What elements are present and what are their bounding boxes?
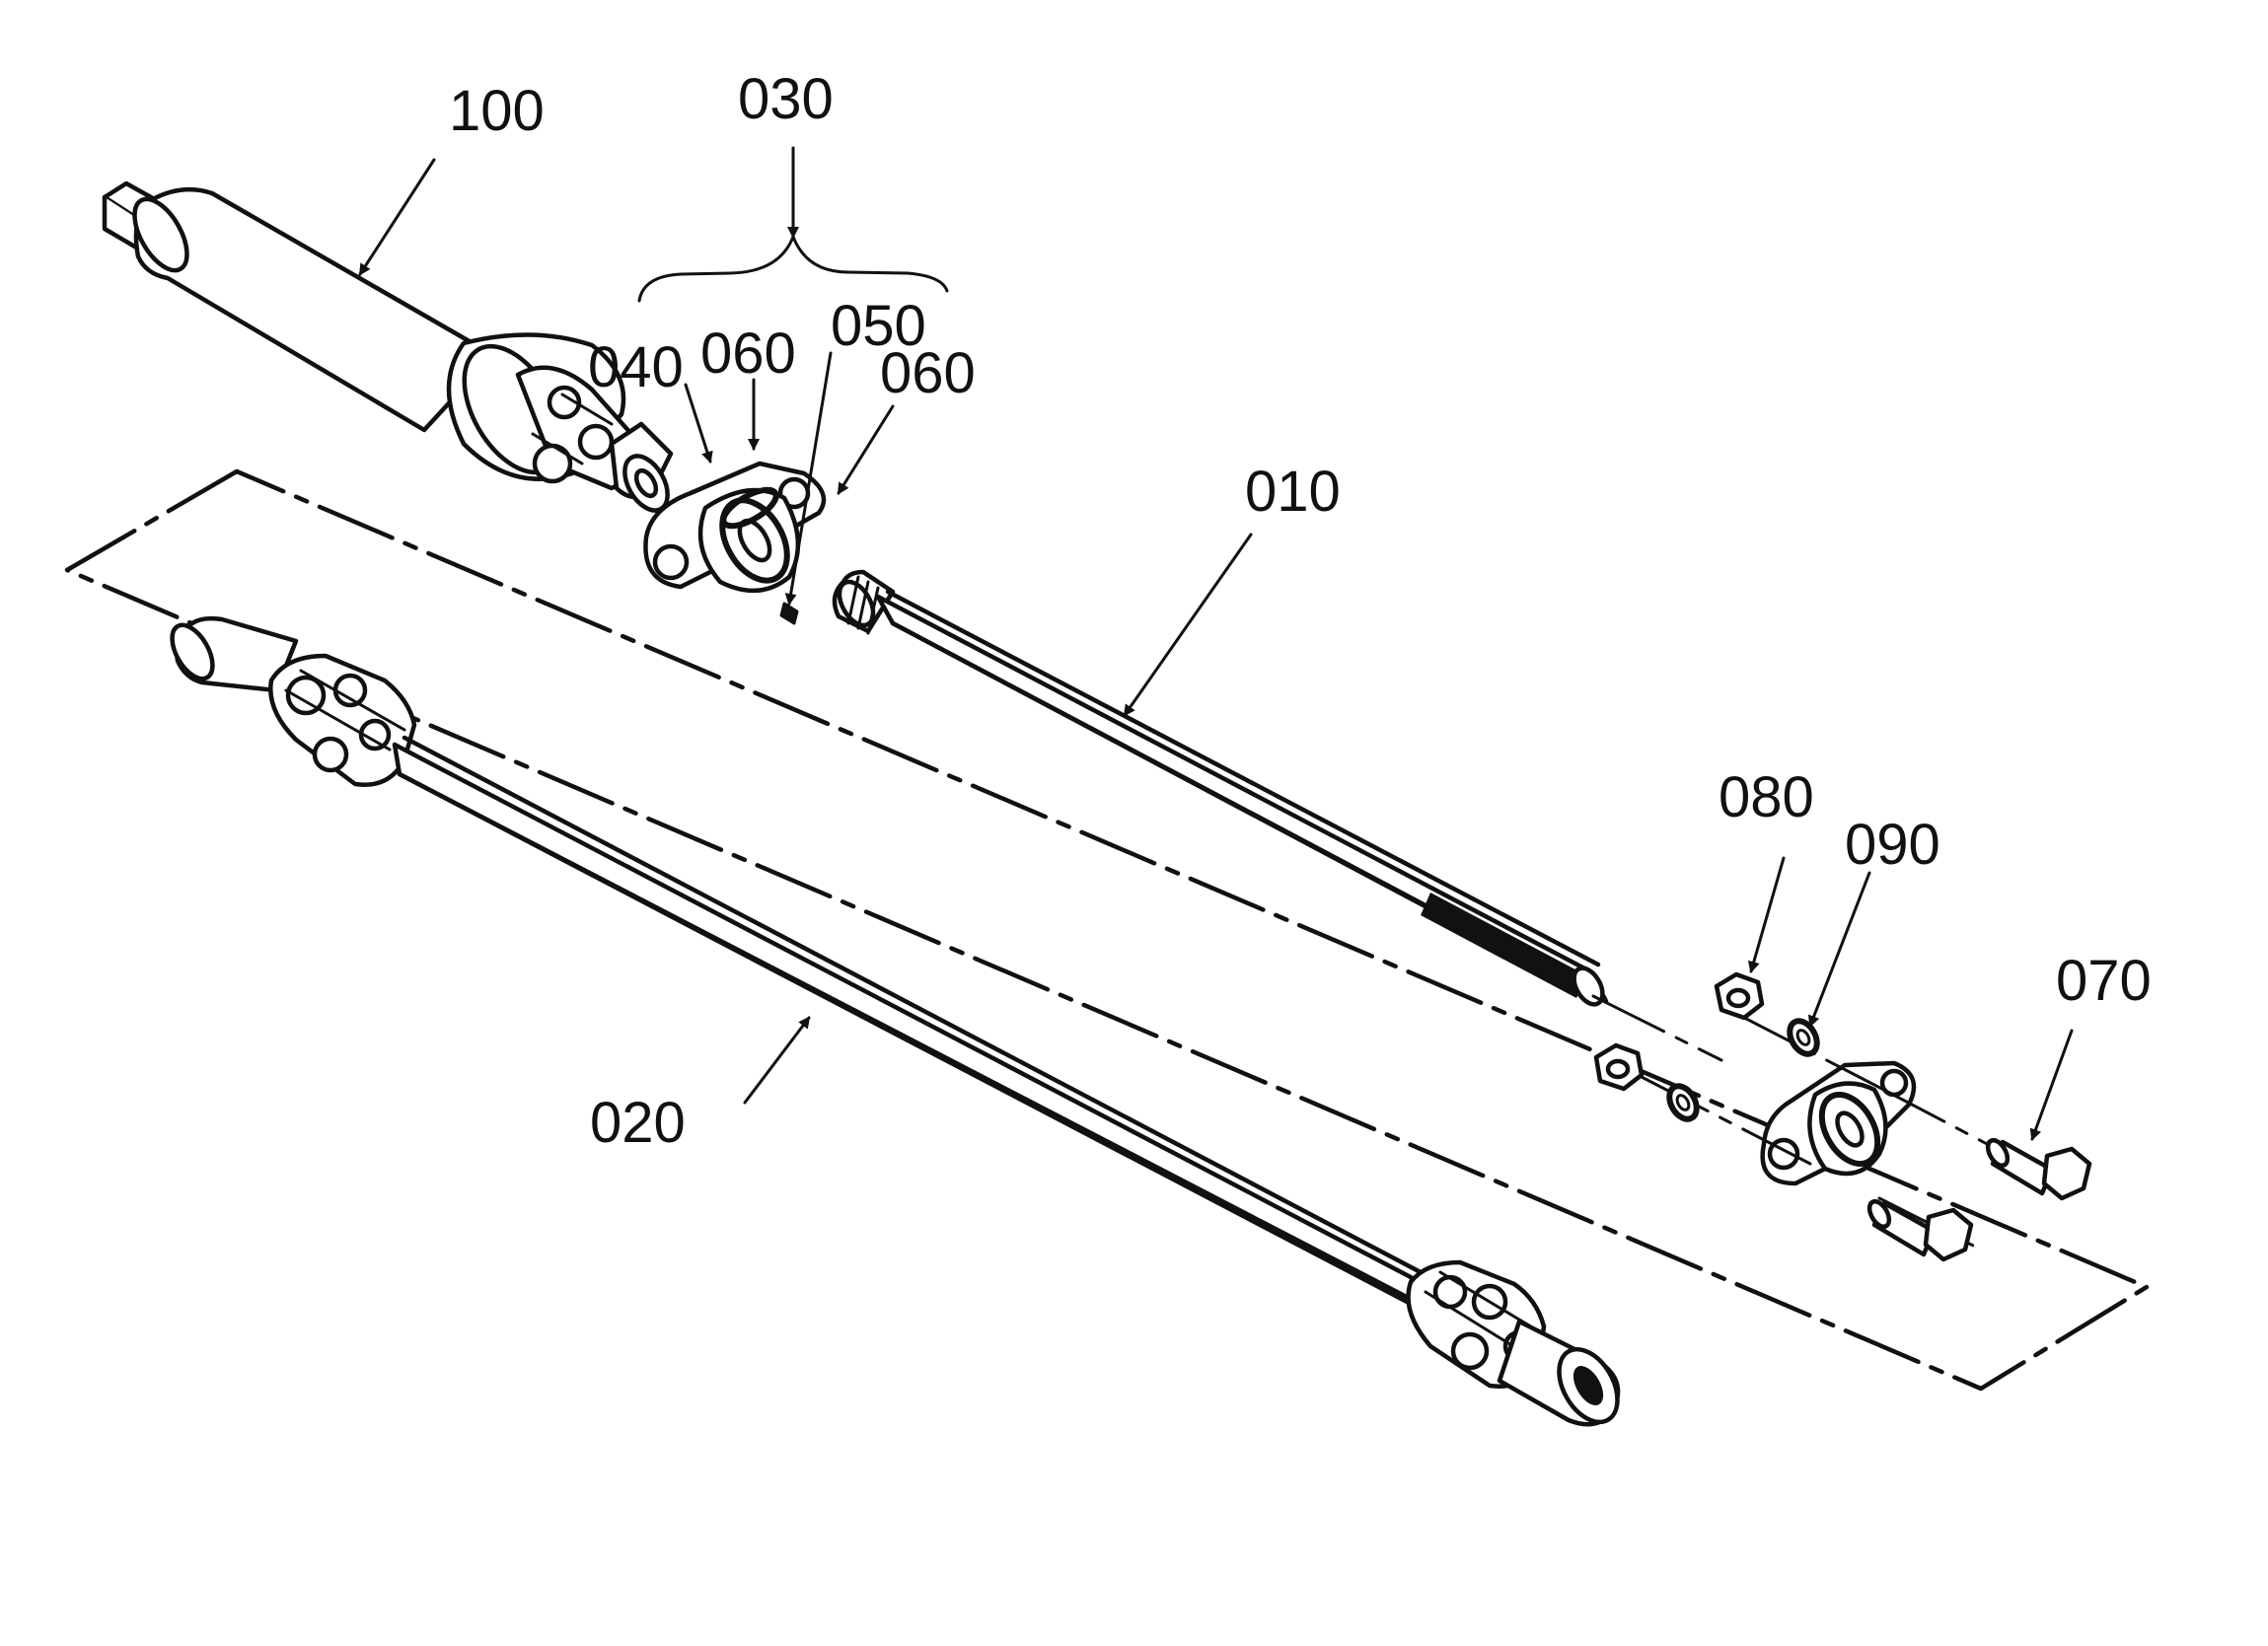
- part-070-bolt-upper: [1985, 1137, 2092, 1201]
- part-080-hex-nut-upper: [1714, 971, 1765, 1021]
- part-010-intermediate-shaft: [832, 569, 1609, 1007]
- part-090-lock-washer-upper: [1787, 1018, 1820, 1057]
- leader-010: [1123, 533, 1253, 717]
- label-060-upper: 060: [700, 322, 796, 386]
- label-020: 020: [590, 1091, 686, 1155]
- leader-020: [743, 1016, 811, 1105]
- label-100: 100: [449, 79, 545, 143]
- bracket-030: [637, 235, 949, 303]
- part-070-bolt-lower: [1866, 1198, 1974, 1262]
- label-080: 080: [1719, 765, 1814, 829]
- label-060-right: 060: [880, 341, 976, 405]
- part-100-steering-column: [102, 180, 674, 513]
- leader-050: [784, 351, 833, 606]
- lower-bearing-flange: [1760, 1060, 1917, 1186]
- label-040: 040: [588, 335, 684, 399]
- part-labels: 100 030 040 060 050 060 010 080 090 070 …: [449, 67, 2152, 1155]
- label-070: 070: [2056, 949, 2152, 1013]
- assembly-boundary-outline: [64, 468, 2150, 1392]
- label-050: 050: [831, 294, 926, 358]
- label-030: 030: [738, 67, 834, 131]
- label-010: 010: [1245, 460, 1341, 524]
- part-080-hex-nut-lower: [1593, 1042, 1645, 1092]
- leader-090: [1808, 871, 1871, 1028]
- leader-060-right: [837, 404, 895, 495]
- leader-lines: [358, 146, 2074, 1141]
- leader-080: [1747, 856, 1786, 973]
- label-090: 090: [1845, 813, 1940, 877]
- part-090-lock-washer-lower: [1666, 1083, 1700, 1122]
- part-030-bearing-flange-assembly: [643, 461, 827, 625]
- leader-040: [684, 383, 713, 464]
- leader-100: [358, 158, 436, 276]
- part-020-lower-shaft: [170, 615, 1621, 1427]
- leader-070: [2029, 1029, 2074, 1141]
